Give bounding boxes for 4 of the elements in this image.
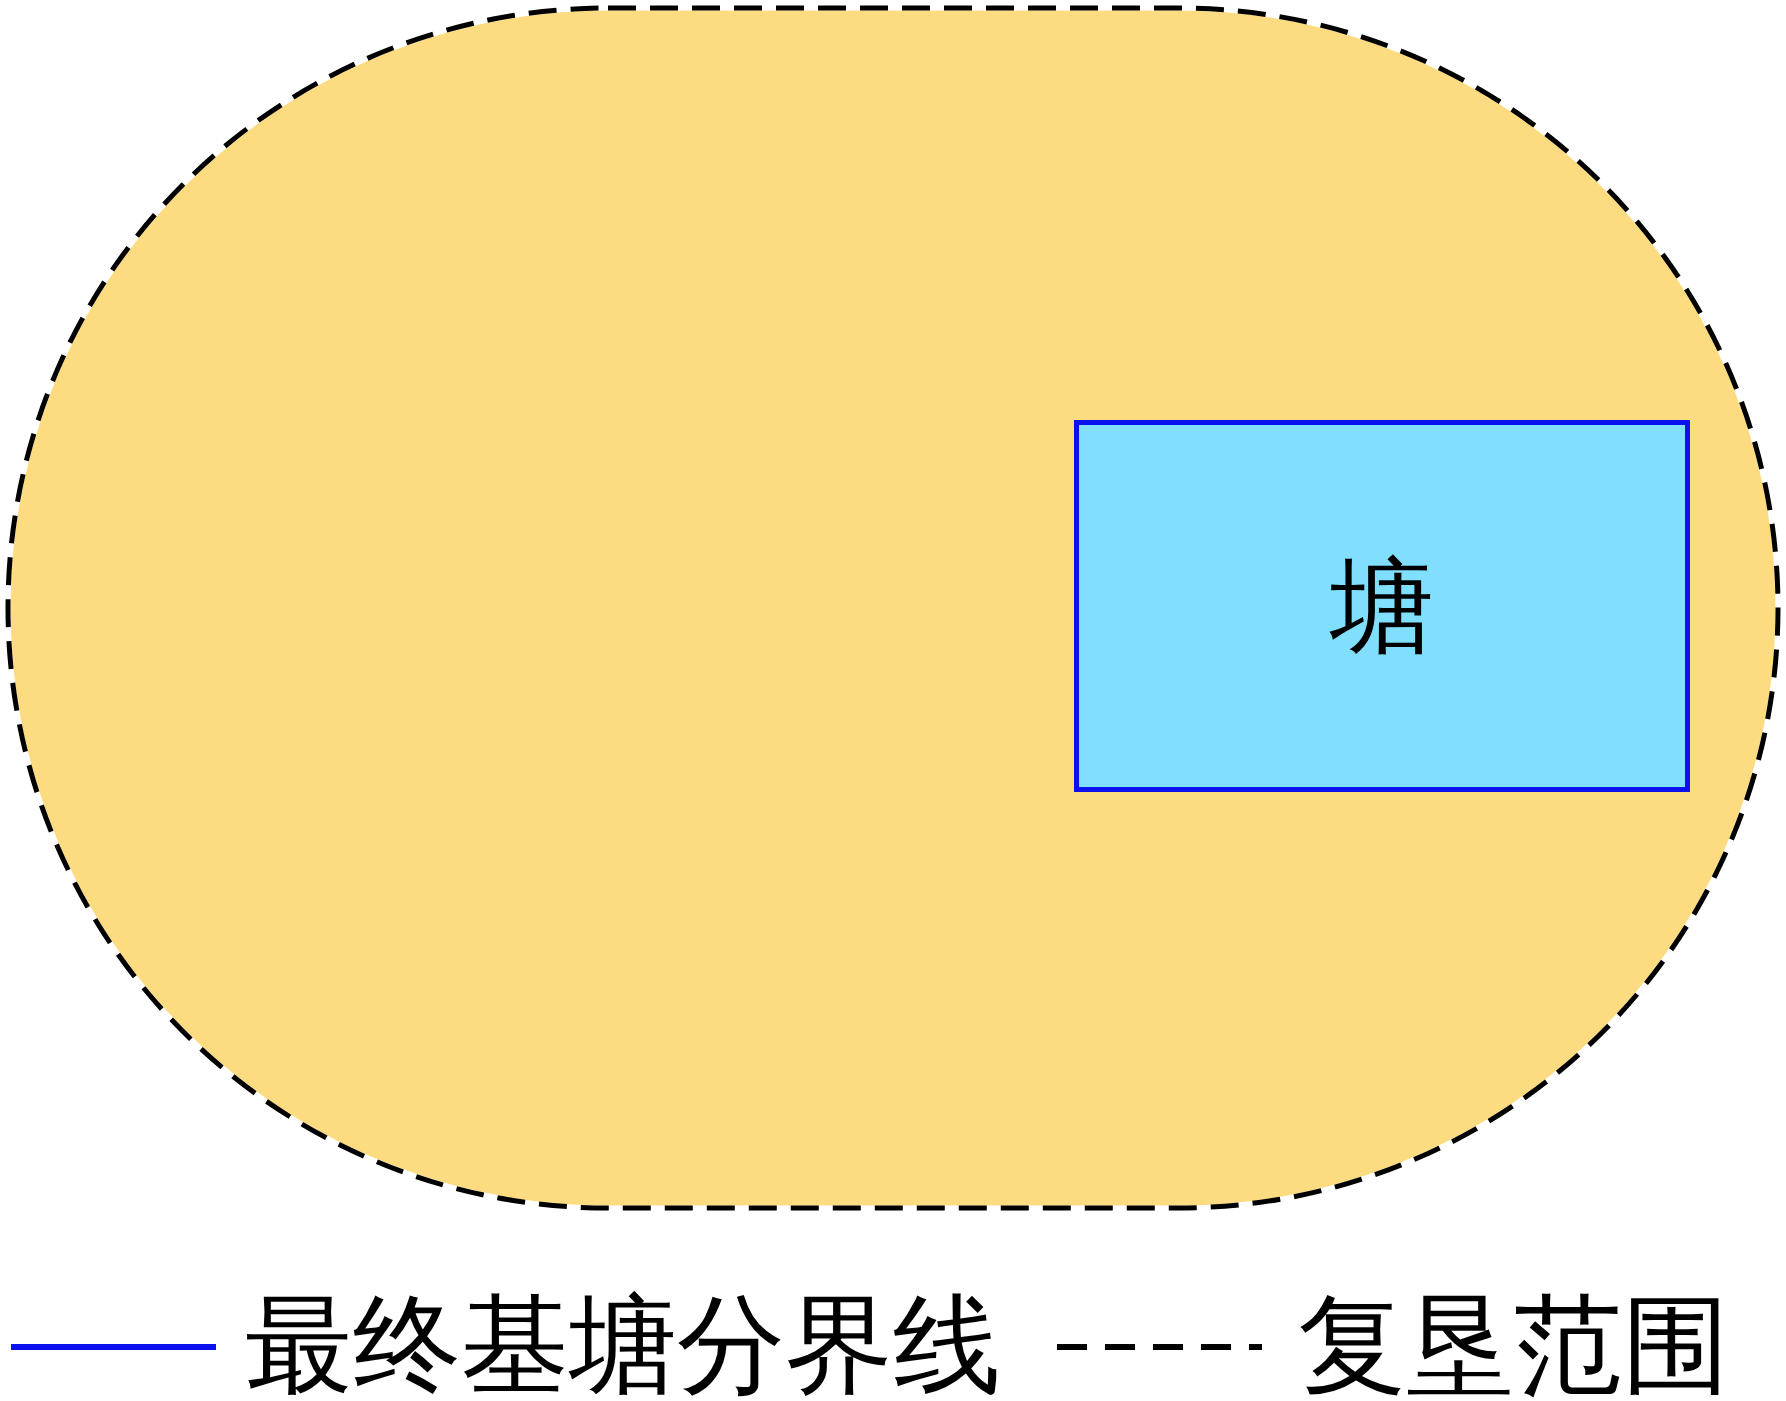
legend-label: 最终基塘分界线 <box>245 1291 1001 1399</box>
legend-label: 复垦范围 <box>1298 1291 1730 1399</box>
pond-box <box>1074 420 1690 792</box>
pond-label: 塘 <box>1330 554 1434 658</box>
